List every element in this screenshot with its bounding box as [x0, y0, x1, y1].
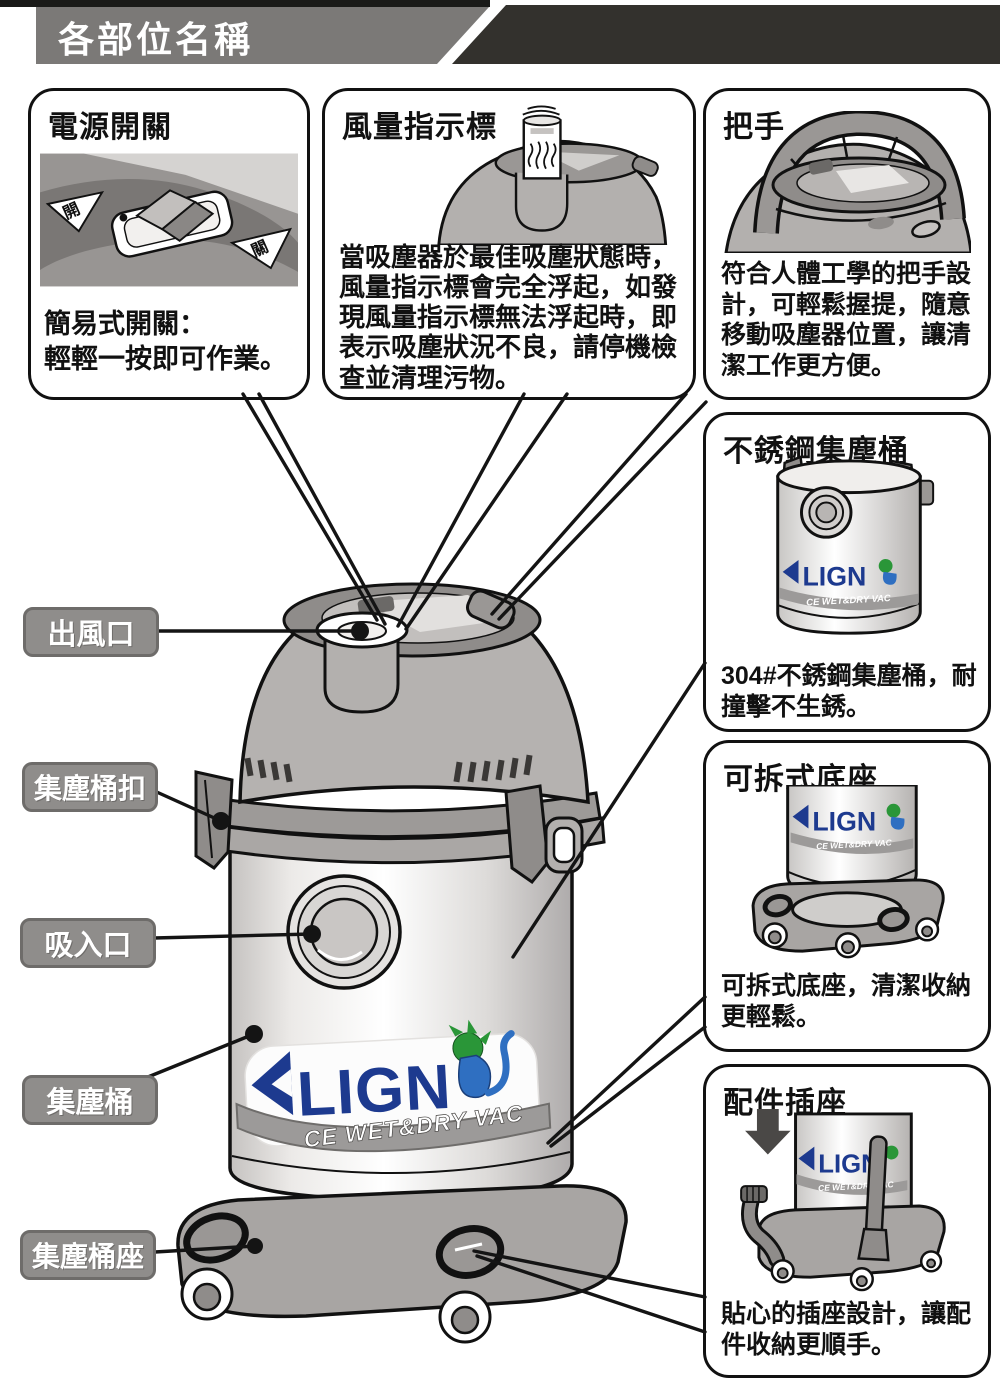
caster-left [180, 1267, 234, 1321]
svg-text:CE WET&DRY VAC: CE WET&DRY VAC [806, 592, 891, 607]
callout-desc: 當吸塵器於最佳吸塵狀態時， 風量指示標會完全浮起，如發 現風量指示標無法浮起時，… [339, 242, 678, 393]
callout-title: 電源開關 [48, 111, 172, 144]
tank-base-dolly [176, 1184, 628, 1319]
page-title: 各部位名稱 [58, 19, 254, 60]
vacuum-illustration: LIGN CE WET&DRY VAC [176, 582, 628, 1344]
callout-accessory-socket: 配件插座 LIGN CE WET&DRY VAC [703, 1064, 991, 1378]
svg-text:LIGN: LIGN [812, 806, 876, 836]
switch-off-label: 關 [249, 238, 271, 261]
steel-tank-illustration: LIGN CE WET&DRY VAC [776, 455, 935, 635]
switch-on-label: 開 [60, 200, 82, 223]
detachable-base-illustration: LIGN CE WET&DRY VAC [751, 785, 945, 959]
tank-latch-right [504, 784, 550, 885]
motor-head-dome [238, 582, 590, 805]
airflow-indicator-illustration [437, 105, 668, 245]
callout-handle: 把手 符合人體工學的把手設 計，可輕鬆握提，隨意 移動吸塵器位置，讓清 潔工作更… [703, 88, 991, 400]
callout-desc: 符合人體工學的把手設 計，可輕鬆握提，隨意 移動吸塵器位置，讓清 潔工作更方便。 [721, 260, 972, 380]
callout-desc: 304#不銹鋼集塵桶，耐 撞擊不生銹。 [721, 662, 977, 722]
logo-chevron-icon [251, 1051, 294, 1116]
svg-text:CE WET&DRY VAC: CE WET&DRY VAC [816, 837, 893, 851]
accessory-wand-right [857, 1135, 890, 1262]
tank-latch-left [194, 770, 234, 870]
suction-inlet-port [286, 874, 402, 990]
power-switch-illustration: 開 關 [40, 153, 298, 287]
part-label-dust-tank: 集塵桶 [22, 1075, 158, 1125]
accessory-socket-illustration: LIGN CE WET&DRY VAC [740, 1109, 946, 1292]
caster-front [438, 1290, 492, 1344]
callout-desc: 可拆式底座，清潔收納 更輕鬆。 [721, 972, 972, 1032]
svg-text:LIGN: LIGN [802, 562, 866, 592]
part-label-tank-latch: 集塵桶扣 [22, 762, 158, 812]
dragon-mascot-icon [448, 1019, 515, 1099]
down-arrow-icon [745, 1109, 791, 1155]
callout-desc: 貼心的插座設計，讓配 件收納更順手。 [721, 1300, 972, 1360]
callout-title: 把手 [723, 111, 785, 144]
handle-illustration [724, 111, 971, 253]
callout-title: 風量指示標 [342, 111, 497, 144]
callout-power-switch: 電源開關 開 關 簡易式開關： 輕輕一按即可作業。 [28, 88, 310, 400]
callout-detachable-base: 可拆式底座 LIGN CE WET&DRY VAC 可拆式底座，清潔收納 更輕鬆… [703, 740, 991, 1052]
part-label-suction-inlet: 吸入口 [20, 918, 156, 968]
callout-desc: 簡易式開關： 輕輕一按即可作業。 [44, 309, 287, 375]
callout-airflow-indicator: 風量指示標 當吸塵器於最佳吸塵狀態時， 風量指示標會完全浮起，如發 現風量指示標… [322, 88, 696, 400]
logo-text: LIGN [295, 1052, 453, 1130]
accessory-nozzle-left [740, 1185, 786, 1268]
part-label-tank-base: 集塵桶座 [20, 1230, 156, 1280]
callout-steel-tank: 不銹鋼集塵桶 LIGN CE WET&DRY VAC 30 [703, 412, 991, 732]
carry-loop [544, 816, 584, 874]
part-label-air-outlet: 出風口 [23, 607, 159, 657]
header-banner [0, 0, 1000, 64]
